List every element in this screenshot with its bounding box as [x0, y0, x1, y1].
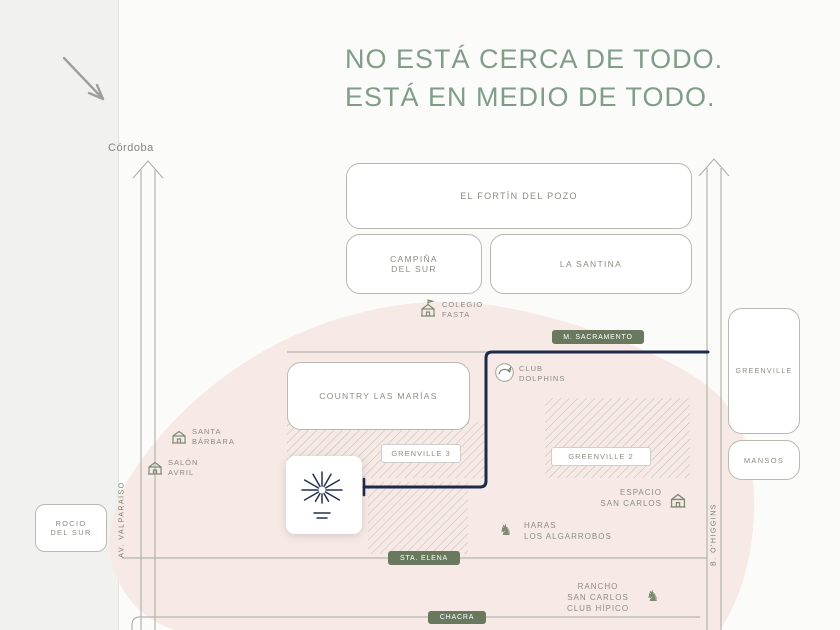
bottom-block-outline — [131, 616, 700, 630]
block-rocio-del-sur: ROCIO DEL SUR — [35, 504, 107, 552]
road-badge-m-sacramento: M. SACRAMENTO — [552, 330, 644, 344]
horse-rider-icon-2: ♞ — [646, 588, 660, 605]
salon-avril-building-icon — [148, 461, 162, 475]
page-title: NO ESTÁ CERCA DE TODO. ESTÁ EN MEDIO DE … — [345, 40, 765, 116]
hatch-area-greenville-2 — [545, 398, 690, 478]
road-badge-sta-elena-text: STA. ELENA — [400, 554, 448, 562]
label-haras-los-algarrobos: HARAS LOS ALGARROBOS — [524, 521, 612, 541]
block-campina-label: CAMPIÑA DEL SUR — [390, 254, 438, 274]
road-label-b-ohiggins: B. O'HIGGINS — [710, 503, 718, 566]
project-location-marker — [286, 456, 362, 534]
corner-arrow-icon — [62, 56, 105, 101]
dolphin-icon — [495, 363, 514, 382]
horse-rider-icon: ♞ — [499, 522, 513, 539]
block-country-las-marias: COUNTRY LAS MARÍAS — [287, 362, 470, 430]
block-la-santina-label: LA SANTINA — [559, 259, 623, 269]
block-el-fortin-label: EL FORTÍN DEL POZO — [460, 191, 578, 201]
road-badge-m-sacramento-text: M. SACRAMENTO — [563, 333, 633, 341]
title-line-1: NO ESTÁ CERCA DE TODO. — [345, 44, 724, 74]
block-greenville: GREENVILLE — [728, 308, 800, 434]
block-campina-del-sur: CAMPIÑA DEL SUR — [346, 234, 482, 294]
santa-barbara-building-icon — [172, 430, 186, 444]
starburst-logo-icon — [301, 471, 343, 519]
label-salon-avril: SALÓN AVRIL — [168, 458, 199, 477]
school-building-icon — [421, 299, 435, 317]
block-mansos: MANSOS — [728, 440, 800, 480]
road-label-cordoba: Córdoba — [108, 142, 154, 154]
road-badge-sta-elena: STA. ELENA — [388, 551, 460, 565]
hatch-area-below-logo — [368, 482, 468, 554]
label-rancho-san-carlos: RANCHO SAN CARLOS CLUB HÍPICO — [566, 582, 630, 613]
tag-greenville-2: GREENVILLE 2 — [551, 447, 651, 466]
block-mansos-label: MANSOS — [743, 455, 785, 465]
tag-greenville-2-label: GREENVILLE 2 — [568, 452, 634, 461]
road-ohiggins-lines — [698, 158, 730, 630]
tag-grenville-3-label: GRENVILLE 3 — [391, 449, 451, 458]
road-cordoba-lines — [132, 160, 164, 630]
tag-grenville-3: GRENVILLE 3 — [381, 444, 461, 463]
label-santa-barbara: SANTA BÁRBARA — [192, 427, 235, 446]
road-label-av-valparaiso: AV. VALPARAISO — [118, 481, 126, 558]
label-colegio-fasta: COLEGIO FASTA — [442, 300, 484, 319]
block-country-las-marias-label: COUNTRY LAS MARÍAS — [319, 391, 438, 401]
block-la-santina: LA SANTINA — [490, 234, 692, 294]
block-el-fortin-del-pozo: EL FORTÍN DEL POZO — [346, 163, 692, 229]
road-badge-chacra: CHACRA — [428, 611, 486, 624]
road-badge-chacra-text: CHACRA — [439, 614, 475, 621]
block-greenville-label: GREENVILLE — [735, 367, 793, 375]
block-rocio-del-sur-label: ROCIO DEL SUR — [50, 519, 92, 537]
title-line-2: ESTÁ EN MEDIO DE TODO. — [345, 82, 716, 112]
label-espacio-san-carlos: ESPACIO SAN CARLOS — [600, 488, 662, 508]
route-line — [362, 350, 710, 489]
espacio-building-icon — [670, 493, 686, 508]
label-club-dolphins: CLUB DOLPHINS — [519, 364, 566, 383]
